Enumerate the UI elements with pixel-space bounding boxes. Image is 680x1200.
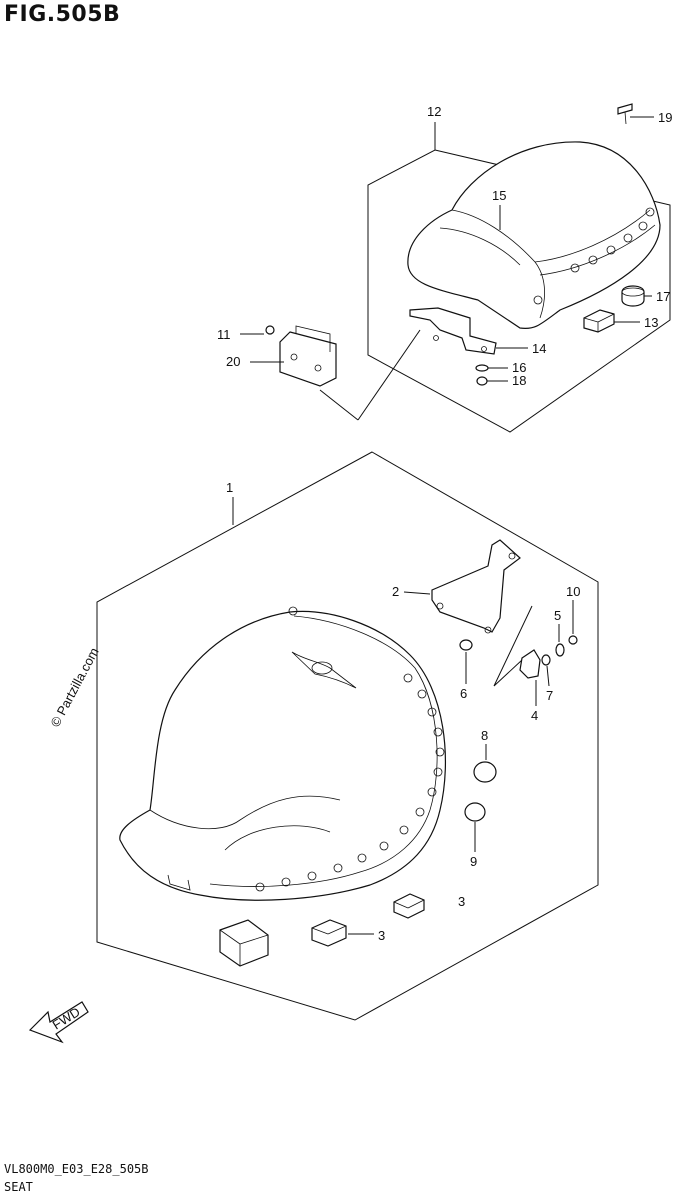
callout-17[interactable]: 17 bbox=[656, 289, 670, 304]
washer[interactable] bbox=[475, 364, 489, 372]
callout-5[interactable]: 5 bbox=[554, 608, 561, 623]
bracket-leader-line bbox=[357, 329, 421, 421]
collar[interactable] bbox=[541, 654, 551, 666]
washer[interactable] bbox=[555, 643, 565, 657]
callout-8[interactable]: 8 bbox=[481, 728, 488, 743]
nut[interactable] bbox=[476, 376, 488, 386]
main-seat[interactable] bbox=[119, 606, 447, 901]
callout-leader bbox=[403, 591, 431, 595]
screw[interactable] bbox=[617, 103, 633, 125]
damper[interactable] bbox=[583, 309, 615, 333]
seat-front-bracket[interactable] bbox=[431, 539, 521, 634]
callout-20[interactable]: 20 bbox=[226, 354, 240, 369]
callout-6[interactable]: 6 bbox=[460, 686, 467, 701]
callout-3[interactable]: 3 bbox=[378, 928, 385, 943]
callout-9[interactable]: 9 bbox=[470, 854, 477, 869]
nut[interactable] bbox=[568, 635, 578, 645]
callout-18[interactable]: 18 bbox=[512, 373, 526, 388]
callout-leader bbox=[546, 665, 550, 687]
damper[interactable] bbox=[393, 893, 425, 919]
bracket-leader-line bbox=[319, 389, 359, 421]
figure-title: FIG.505B bbox=[4, 2, 121, 27]
seat-bracket[interactable] bbox=[409, 307, 497, 355]
forward-direction-arrow: FWD bbox=[28, 1001, 89, 1044]
callout-4[interactable]: 4 bbox=[531, 708, 538, 723]
washer[interactable] bbox=[459, 639, 473, 651]
callout-10[interactable]: 10 bbox=[566, 584, 580, 599]
callout-11[interactable]: 11 bbox=[217, 327, 231, 342]
callout-1[interactable]: 1 bbox=[226, 480, 233, 495]
callout-19[interactable]: 19 bbox=[658, 110, 672, 125]
seat-cover-box[interactable] bbox=[219, 919, 269, 967]
callout-3[interactable]: 3 bbox=[458, 894, 465, 909]
callout-14[interactable]: 14 bbox=[532, 341, 546, 356]
callout-2[interactable]: 2 bbox=[392, 584, 399, 599]
callout-15[interactable]: 15 bbox=[492, 188, 506, 203]
watermark: © Partzilla.com bbox=[47, 645, 101, 729]
pillion-seat[interactable] bbox=[407, 141, 661, 330]
rear-seat-group-outline bbox=[367, 149, 671, 433]
figure-code: VL800M0_E03_E28_505B bbox=[4, 1162, 149, 1176]
rear-bracket[interactable] bbox=[279, 325, 337, 387]
callout-13[interactable]: 13 bbox=[644, 315, 658, 330]
bracket-leader-line bbox=[493, 605, 533, 687]
callout-16[interactable]: 16 bbox=[512, 360, 526, 375]
seat-clip[interactable] bbox=[519, 649, 541, 679]
cushion[interactable] bbox=[473, 761, 497, 783]
bolt[interactable] bbox=[265, 325, 275, 335]
callout-7[interactable]: 7 bbox=[546, 688, 553, 703]
figure-name: SEAT bbox=[4, 1180, 33, 1194]
damper[interactable] bbox=[311, 919, 347, 947]
cushion[interactable] bbox=[621, 285, 645, 307]
callout-12[interactable]: 12 bbox=[427, 104, 441, 119]
main-seat-group-outline bbox=[96, 451, 599, 1021]
cushion[interactable] bbox=[464, 802, 486, 822]
